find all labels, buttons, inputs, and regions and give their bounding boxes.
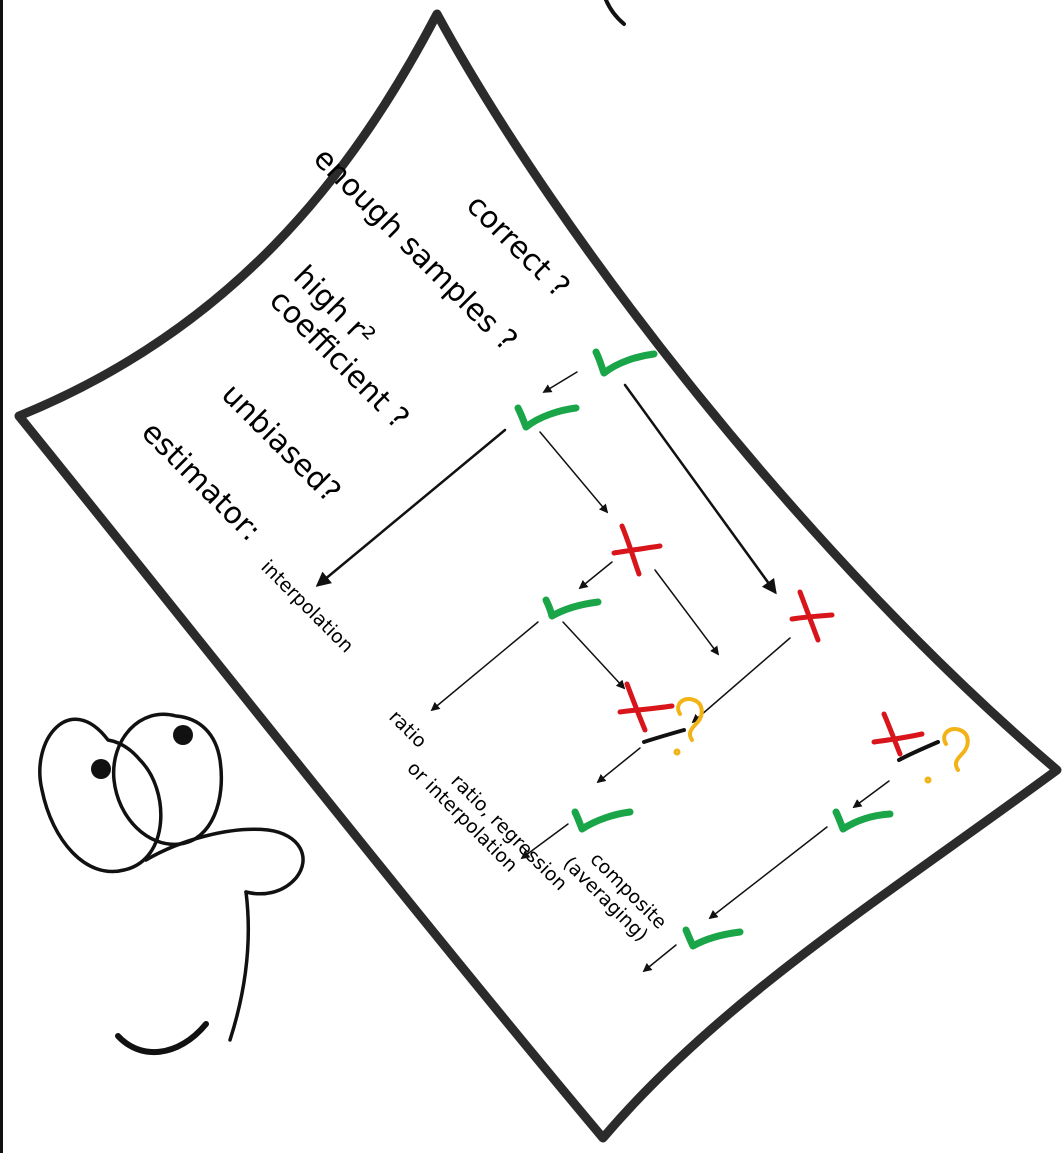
- left-eye-outline: [40, 719, 161, 871]
- right-pupil: [173, 725, 193, 745]
- right-eye-outline: [114, 714, 222, 844]
- top-edge-curve: [606, 0, 624, 24]
- left-pupil: [91, 759, 111, 779]
- face-outline: [230, 892, 248, 1040]
- cartoon-face: [40, 714, 303, 1052]
- nose-outline: [146, 829, 303, 893]
- paper-sheet: [19, 14, 1057, 1138]
- smile: [118, 1024, 206, 1052]
- left-frame-border: [0, 0, 3, 1153]
